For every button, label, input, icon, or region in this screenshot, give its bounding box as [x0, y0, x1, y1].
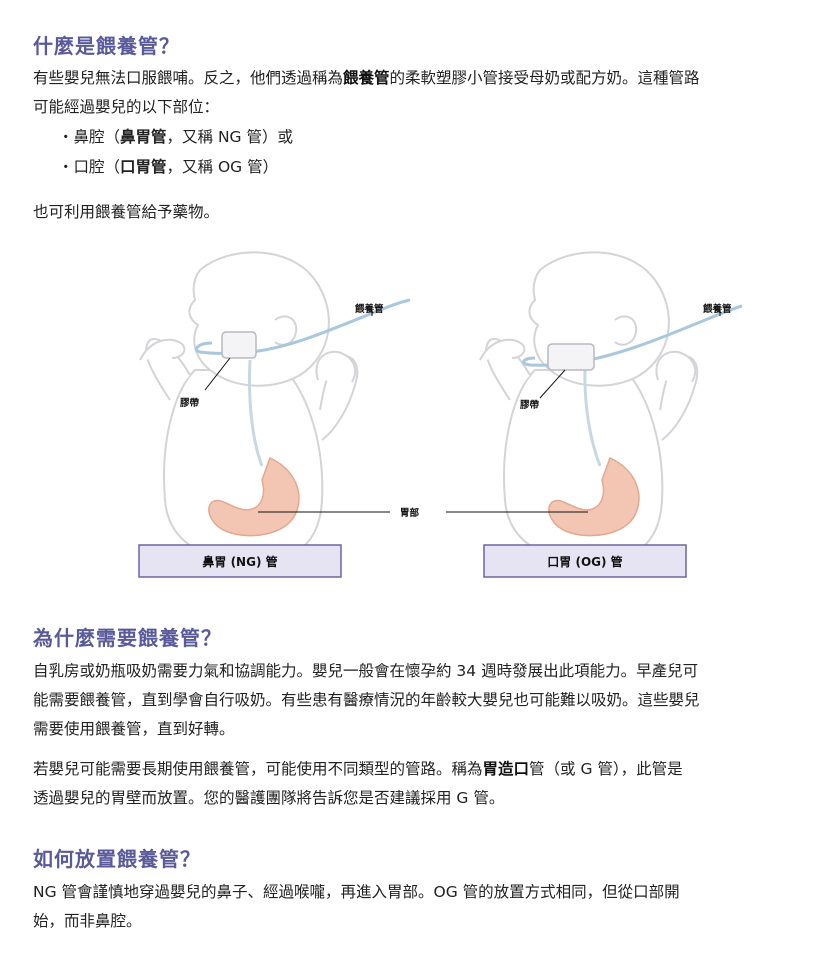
list-item-og: ・口腔（口胃管，又稱 OG 管） [58, 153, 278, 181]
section-title-what: 什麼是餵養管？ [33, 34, 180, 58]
bullet-text-a: ・口腔（ [58, 158, 121, 176]
bullet-text-a: ・鼻腔（ [58, 128, 121, 146]
bullet-bold: 鼻胃管 [120, 128, 167, 146]
intro-bold-term: 餵養管 [343, 69, 390, 87]
caption-ng: 鼻胃 (NG) 管 [202, 554, 277, 569]
caption-og: 口胃 (OG) 管 [547, 554, 622, 569]
intro-text-b: 的柔軟塑膠小管接受母奶或配方奶。這種管路 [389, 69, 700, 87]
tube-ng-external-icon [195, 298, 411, 355]
label-tube-og: 餵養管 [703, 303, 732, 315]
gtube-text-b: 管（或 G 管），此管是 [529, 760, 683, 778]
medication-paragraph: 也可利用餵養管給予藥物。 [33, 203, 220, 221]
caption-box-og [483, 544, 687, 578]
how-text-line1: NG 管會謹慎地穿過嬰兒的鼻子、經過喉嚨，再進入胃部。OG 管的放置方式相同，但… [33, 883, 680, 901]
intro-paragraph: 有些嬰兒無法口服餵哺。反之，他們透過稱為餵養管的柔軟塑膠小管接受母奶或配方奶。這… [33, 64, 828, 122]
gtube-text-line2: 透過嬰兒的胃壁而放置。您的醫護團隊將告訴您是否建議採用 G 管。 [33, 789, 505, 807]
how-paragraph: NG 管會謹慎地穿過嬰兒的鼻子、經過喉嚨，再進入胃部。OG 管的放置方式相同，但… [33, 878, 828, 936]
stomach-ng-icon [208, 456, 300, 537]
tape-ng-icon [221, 331, 257, 359]
tube-og-icon [583, 367, 602, 467]
tape-og-icon [547, 343, 595, 371]
label-tape-ng: 膠帶 [180, 397, 200, 409]
bullet-bold: 口胃管 [120, 158, 167, 176]
list-item-ng: ・鼻腔（鼻胃管，又稱 NG 管）或 [58, 123, 293, 151]
tube-og-external-icon [522, 304, 743, 367]
stomach-og-icon [548, 456, 640, 537]
label-tube-ng: 餵養管 [355, 303, 384, 315]
bullet-text-b: ，又稱 OG 管） [166, 158, 279, 176]
gtube-bold-term: 胃造口 [482, 760, 530, 778]
why-text-line3: 需要使用餵養管，直到好轉。 [33, 720, 235, 738]
baby-ng-drawing [139, 251, 359, 564]
label-tape-og: 膠帶 [520, 399, 540, 411]
feeding-tube-illustration: 餵養管 膠帶 餵養管 膠帶 胃部 鼻胃 (NG) 管 口胃 (OG) 管 [138, 251, 743, 578]
intro-text-a: 有些嬰兒無法口服餵哺。反之，他們透過稱為 [33, 69, 344, 87]
why-text-line1: 自乳房或奶瓶吸奶需要力氣和協調能力。嬰兒一般會在懷孕約 34 週時發展出此項能力… [33, 662, 699, 680]
why-text-line2: 能需要餵養管，直到學會自行吸奶。有些患有醫療情況的年齡較大嬰兒也可能難以吸奶。這… [33, 691, 700, 709]
intro-text-line2: 可能經過嬰兒的以下部位： [33, 98, 220, 116]
why-paragraph-1: 自乳房或奶瓶吸奶需要力氣和協調能力。嬰兒一般會在懷孕約 34 週時發展出此項能力… [33, 657, 828, 744]
section-title-how: 如何放置餵養管？ [33, 847, 201, 871]
why-paragraph-2: 若嬰兒可能需要長期使用餵養管，可能使用不同類型的管路。稱為胃造口管（或 G 管）… [33, 755, 828, 813]
label-stomach: 胃部 [400, 507, 420, 519]
how-text-line2: 始，而非鼻腔。 [33, 912, 142, 930]
tube-ng-icon [248, 359, 264, 467]
section-title-why: 為什麼需要餵養管？ [33, 626, 222, 650]
caption-box-ng [138, 544, 342, 578]
gtube-text-a: 若嬰兒可能需要長期使用餵養管，可能使用不同類型的管路。稱為 [33, 760, 483, 778]
bullet-text-b: ，又稱 NG 管）或 [166, 128, 293, 146]
